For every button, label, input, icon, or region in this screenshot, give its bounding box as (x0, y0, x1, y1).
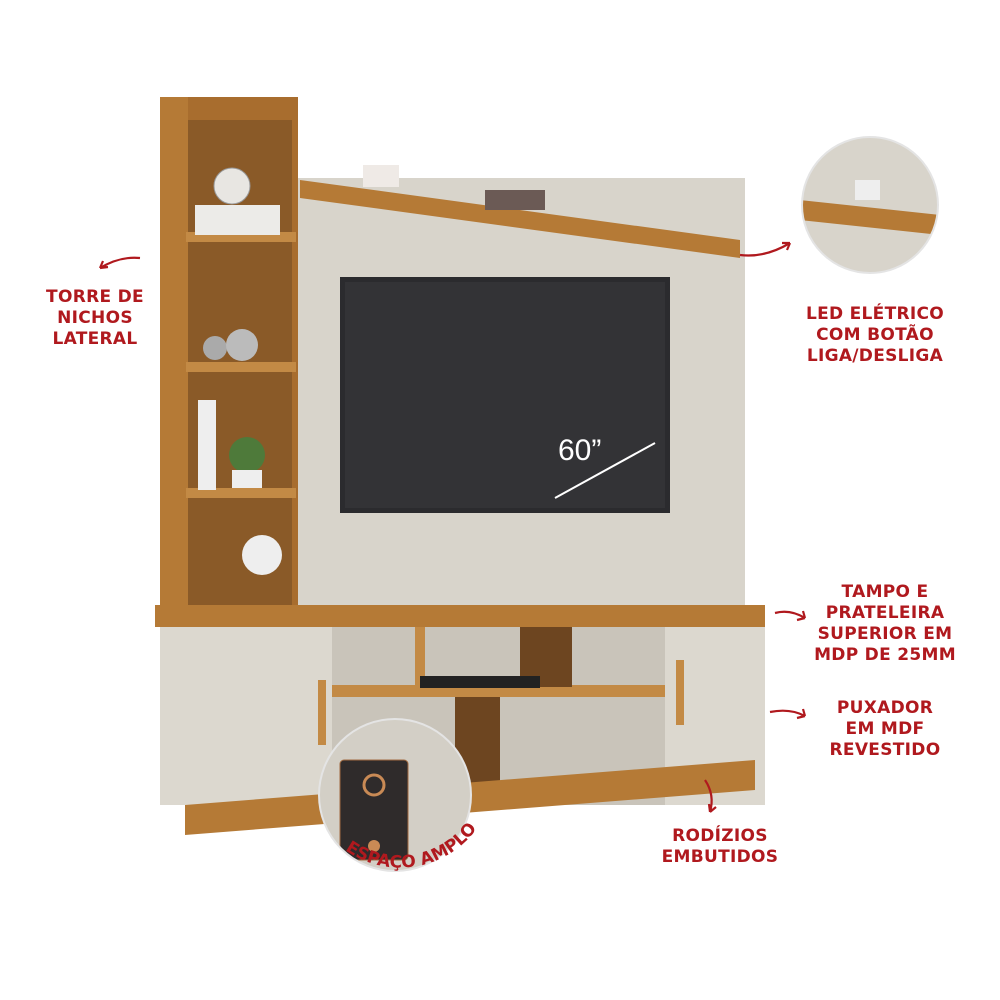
callout-line: LED ELÉTRICO (805, 304, 945, 324)
callout-line: EM MDF (845, 719, 925, 739)
callout-tower: TORRE DE NICHOS LATERAL (30, 287, 160, 350)
screen-size-label: 60” (558, 434, 601, 467)
callout-line: MDP DE 25MM (814, 645, 956, 665)
callout-line: SUPERIOR EM (817, 624, 953, 644)
arrow-icons (98, 241, 807, 813)
callout-line: COM BOTÃO (816, 325, 934, 345)
left-handle (318, 680, 326, 745)
led-detail-inset (802, 137, 938, 273)
callout-line: LATERAL (52, 329, 138, 349)
top-shelf (300, 180, 740, 258)
callout-line: PUXADOR (836, 698, 934, 718)
side-tower (160, 97, 298, 617)
wide-space-inset (319, 719, 471, 871)
callout-led: LED ELÉTRICO COM BOTÃO LIGA/DESLIGA (790, 304, 960, 367)
arrow-icon (769, 708, 807, 720)
callout-line: PRATELEIRA (825, 603, 945, 623)
callout-line: NICHOS (57, 308, 133, 328)
callout-wheels: RODÍZIOS EMBUTIDOS (650, 826, 790, 868)
callout-line: LIGA/DESLIGA (806, 346, 944, 366)
callout-top: TAMPO E PRATELEIRA SUPERIOR EM MDP DE 25… (805, 582, 965, 666)
television: 60” (340, 277, 670, 513)
arrow-icon (739, 241, 792, 257)
callout-handle: PUXADOR EM MDF REVESTIDO (805, 698, 965, 761)
callout-line: REVESTIDO (829, 740, 941, 760)
arrow-icon (98, 256, 141, 270)
callout-line: RODÍZIOS (672, 826, 768, 846)
callout-line: EMBUTIDOS (661, 847, 779, 867)
arrow-icon (774, 610, 807, 622)
right-handle (676, 660, 684, 725)
arrow-icon (704, 779, 717, 813)
left-door (160, 627, 332, 805)
callout-line: TORRE DE (46, 287, 144, 307)
callout-line: TAMPO E (841, 582, 929, 602)
rack-top (155, 605, 765, 627)
